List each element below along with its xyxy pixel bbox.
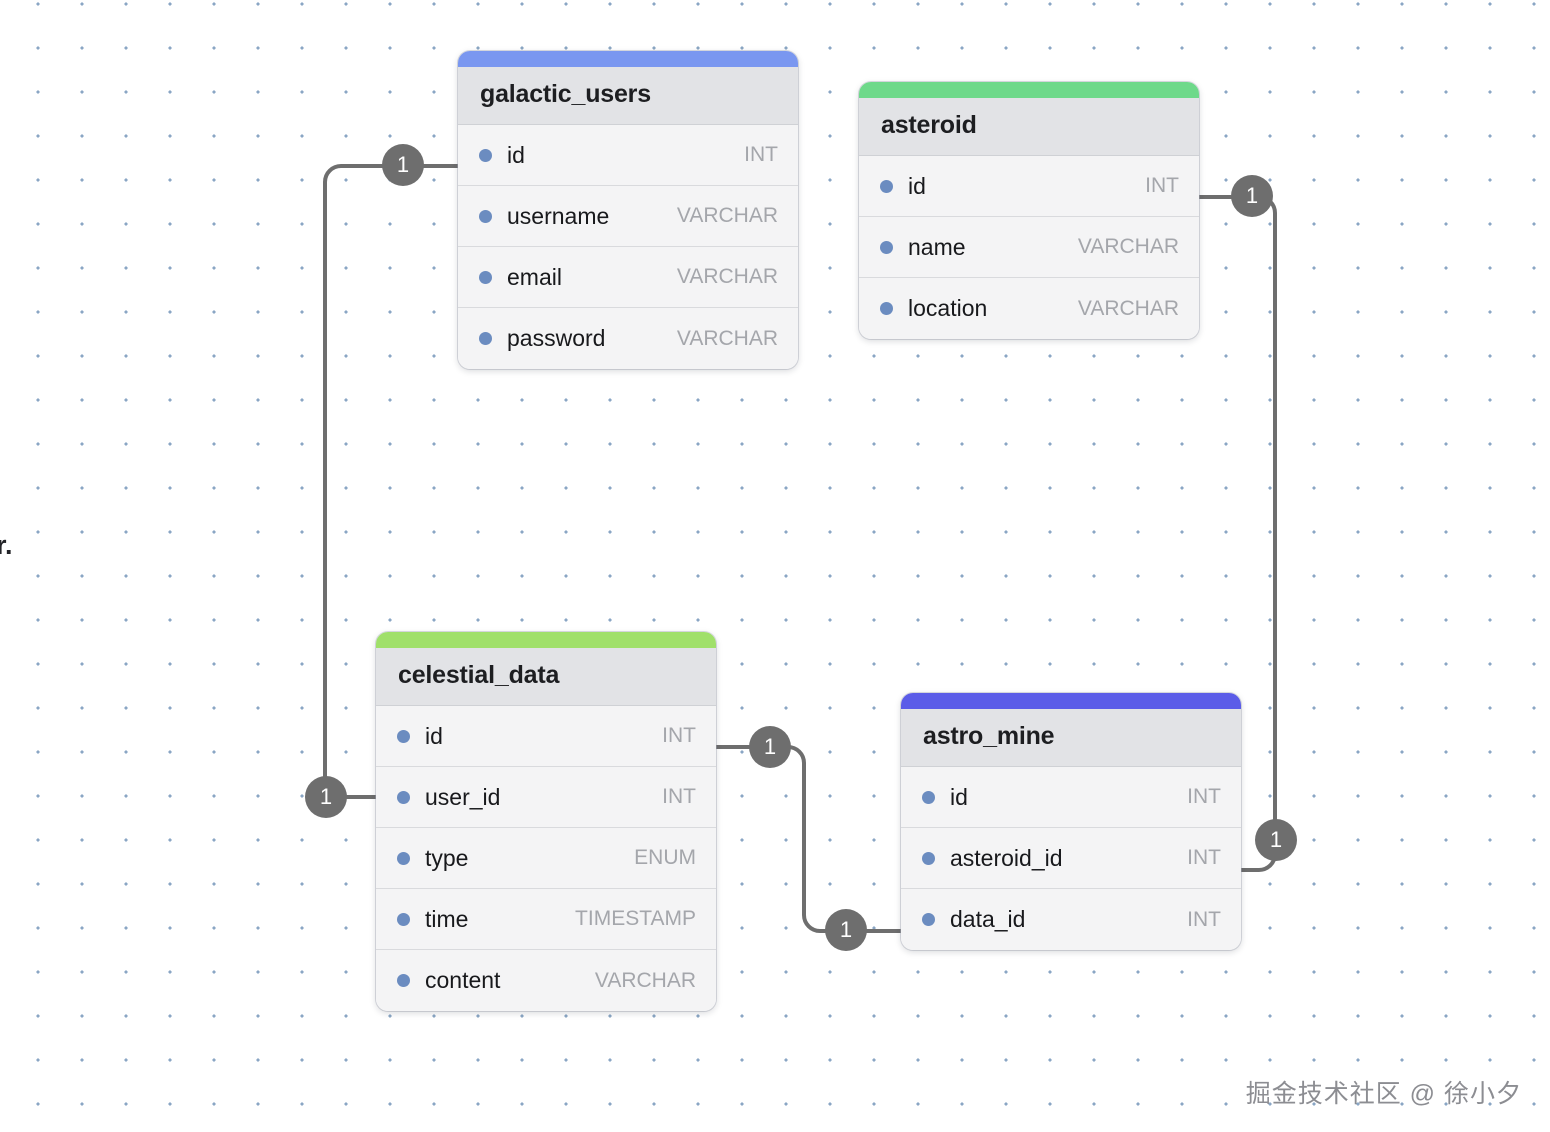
field-type: TIMESTAMP: [575, 907, 696, 930]
field-row[interactable]: time TIMESTAMP: [376, 889, 716, 950]
field-bullet-icon: [479, 332, 492, 345]
field-name: password: [507, 325, 606, 351]
field-type: INT: [1145, 174, 1179, 197]
field-name: time: [425, 905, 469, 932]
field-type: ENUM: [634, 846, 696, 869]
field-name: id: [507, 141, 525, 168]
field-name: data_id: [950, 906, 1026, 932]
field-name: asteroid_id: [950, 844, 1063, 871]
field-name: name: [908, 233, 966, 260]
field-bullet-icon: [922, 851, 935, 865]
field-bullet-icon: [922, 790, 935, 804]
field-row[interactable]: type ENUM: [376, 828, 716, 889]
field-bullet-icon: [479, 148, 492, 162]
table-accent-bar: [458, 51, 798, 67]
field-row[interactable]: id INT: [376, 706, 716, 767]
table-title: astro_mine: [901, 709, 1241, 767]
table-title: asteroid: [859, 98, 1199, 156]
table-title: galactic_users: [458, 67, 798, 125]
field-name: username: [507, 202, 610, 229]
field-type: INT: [662, 724, 696, 747]
field-row[interactable]: user_id INT: [376, 767, 716, 828]
field-name: id: [908, 172, 926, 199]
field-name: content: [425, 967, 501, 993]
field-row[interactable]: id INT: [458, 125, 798, 186]
table-accent-bar: [901, 693, 1241, 709]
field-bullet-icon: [397, 790, 410, 804]
field-type: INT: [1187, 846, 1221, 869]
field-row[interactable]: password VARCHAR: [458, 308, 798, 369]
field-name: type: [425, 844, 469, 871]
field-type: VARCHAR: [676, 204, 778, 227]
field-bullet-icon: [880, 179, 893, 193]
field-row[interactable]: id INT: [859, 156, 1199, 217]
cardinality-badge[interactable]: 1: [1231, 175, 1273, 217]
field-bullet-icon: [479, 209, 492, 223]
field-name: id: [950, 783, 968, 810]
field-row[interactable]: username VARCHAR: [458, 186, 798, 247]
cardinality-badge[interactable]: 1: [1255, 819, 1297, 861]
field-row[interactable]: id INT: [901, 767, 1241, 828]
field-name: email: [507, 263, 562, 290]
field-type: VARCHAR: [594, 968, 696, 992]
field-bullet-icon: [397, 974, 410, 987]
table-title: celestial_data: [376, 648, 716, 706]
cardinality-badge[interactable]: 1: [305, 776, 347, 818]
field-type: INT: [1187, 785, 1221, 808]
field-row[interactable]: content VARCHAR: [376, 950, 716, 1011]
cardinality-badge[interactable]: 1: [825, 909, 867, 951]
field-name: id: [425, 722, 443, 749]
field-name: location: [908, 295, 988, 321]
field-type: INT: [1187, 907, 1221, 931]
field-bullet-icon: [922, 913, 935, 926]
cardinality-badge[interactable]: 1: [382, 144, 424, 186]
field-name: user_id: [425, 783, 501, 810]
field-row[interactable]: location VARCHAR: [859, 278, 1199, 339]
field-row[interactable]: email VARCHAR: [458, 247, 798, 308]
edge-celestial-data-to-astro-mine: [714, 745, 903, 933]
watermark: 掘金技术社区 @ 徐小夕: [1245, 1080, 1522, 1108]
cardinality-badge[interactable]: 1: [749, 726, 791, 768]
table-accent-bar: [859, 82, 1199, 98]
field-row[interactable]: data_id INT: [901, 889, 1241, 950]
field-type: VARCHAR: [676, 265, 778, 288]
field-type: VARCHAR: [1077, 296, 1179, 320]
field-bullet-icon: [479, 270, 492, 284]
field-row[interactable]: asteroid_id INT: [901, 828, 1241, 889]
field-bullet-icon: [397, 851, 410, 865]
field-bullet-icon: [880, 302, 893, 315]
clipped-left-label: r.: [0, 530, 13, 560]
field-type: INT: [744, 143, 778, 166]
field-type: VARCHAR: [676, 326, 778, 350]
table-accent-bar: [376, 632, 716, 648]
field-type: INT: [662, 785, 696, 808]
field-type: VARCHAR: [1077, 235, 1179, 258]
field-bullet-icon: [880, 240, 893, 254]
field-row[interactable]: name VARCHAR: [859, 217, 1199, 278]
field-bullet-icon: [397, 912, 410, 926]
field-bullet-icon: [397, 729, 410, 743]
